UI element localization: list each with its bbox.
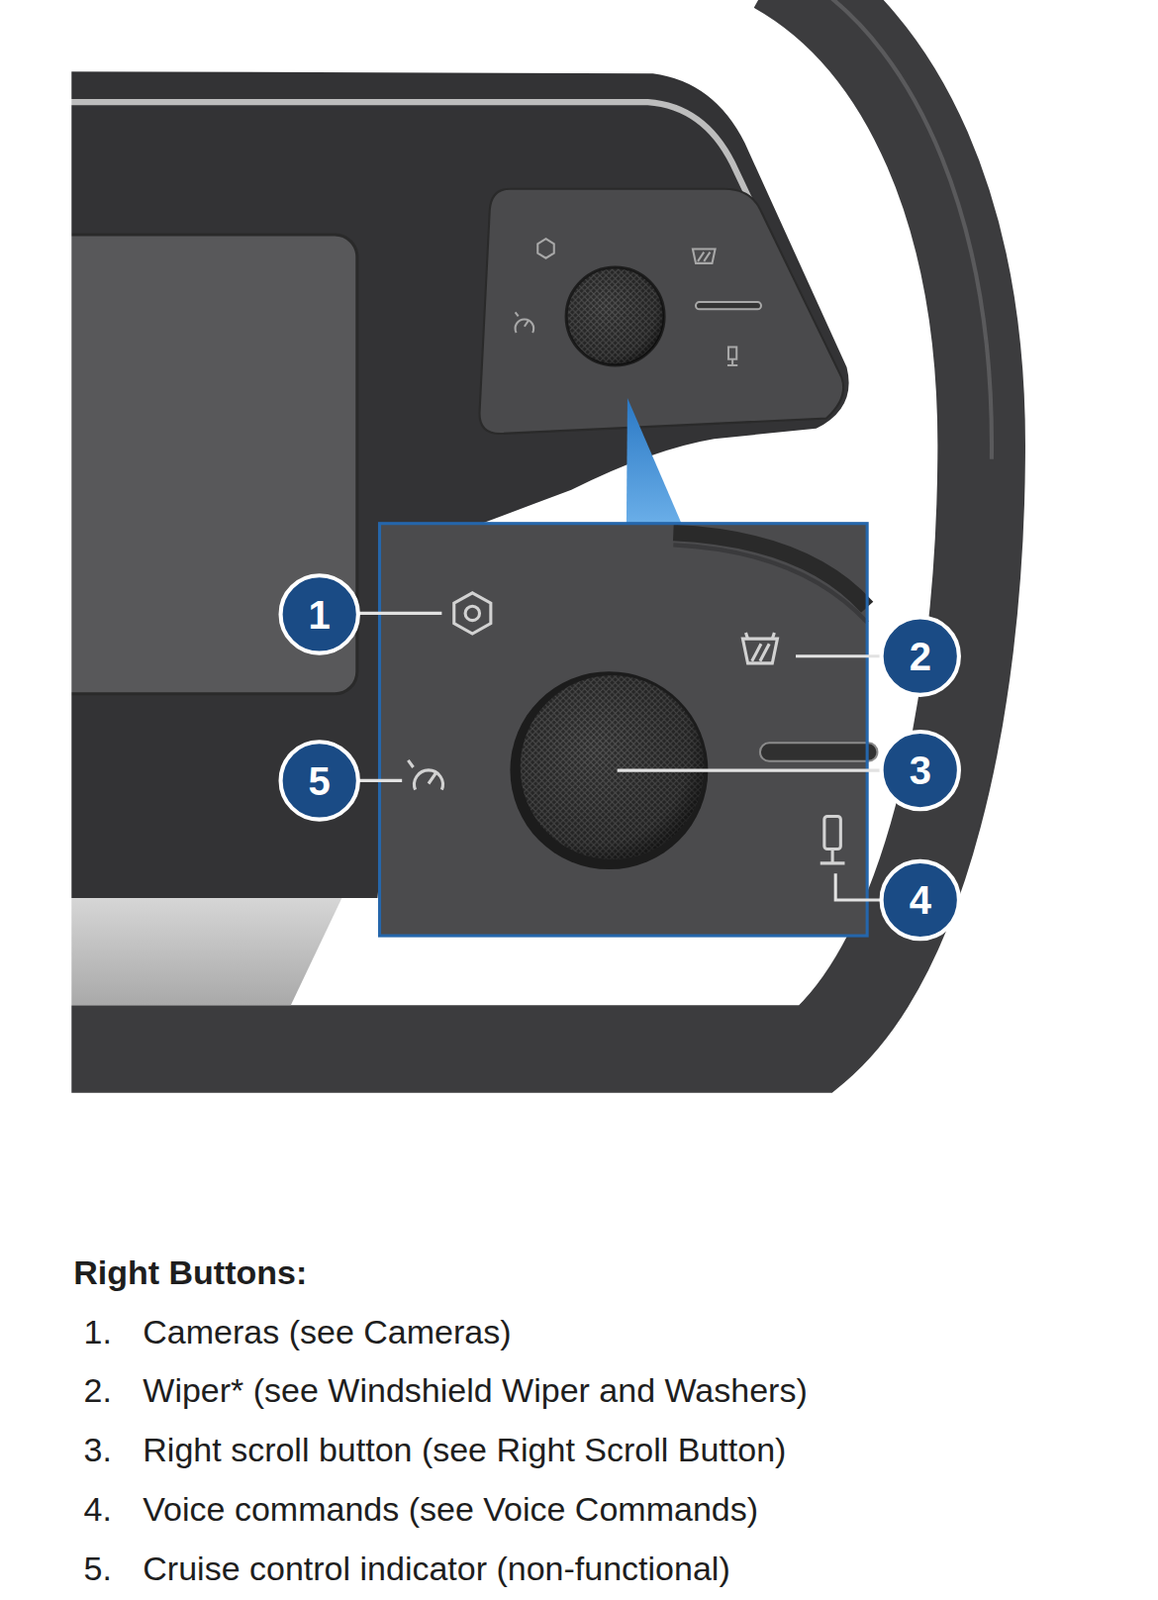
list-item-text-holder: Cameras (see Cameras) xyxy=(142,1310,511,1352)
camera-icon-small xyxy=(537,238,554,259)
list-item-text: Cameras (see Cameras) xyxy=(142,1310,511,1352)
page-margin xyxy=(0,0,72,1123)
zoom-pointer xyxy=(626,397,682,524)
list-item-text: Cruise control indicator (non-functional… xyxy=(142,1546,730,1589)
button-panel xyxy=(480,189,845,434)
leader-line xyxy=(835,872,881,900)
section-heading: Right Buttons: xyxy=(73,1251,307,1293)
list-item-text-holder: Cruise control indicator (non-functional… xyxy=(142,1546,730,1589)
speedometer-needle xyxy=(407,760,436,784)
mic-icon xyxy=(824,815,841,849)
callout-number-holder: 2 xyxy=(890,631,951,681)
speedometer-icon xyxy=(414,770,444,790)
list-item-text-holder: Right scroll button (see Right Scroll Bu… xyxy=(142,1428,786,1470)
callout-circle xyxy=(281,575,359,653)
leader-line xyxy=(358,611,443,615)
callout-number: 2 xyxy=(909,631,932,681)
zoom-icons xyxy=(407,592,845,864)
wiper-blades-icon xyxy=(746,632,775,662)
list-number-holder: 2. xyxy=(84,1368,112,1411)
list-number-holder: 1. xyxy=(84,1310,112,1352)
scroll-knob xyxy=(520,675,705,860)
mic-icon-small xyxy=(727,346,738,366)
scroll-wheel xyxy=(566,267,665,366)
list-number: 1. xyxy=(84,1310,112,1352)
leader-line xyxy=(617,769,882,772)
leader-lines xyxy=(358,612,882,900)
list-item-text-holder: Voice commands (see Voice Commands) xyxy=(142,1487,759,1530)
zoom-panel xyxy=(380,523,869,936)
camera-lens xyxy=(465,605,480,620)
lower-trim xyxy=(40,897,342,1005)
callout-number: 5 xyxy=(308,756,331,806)
scroll-knob-shade xyxy=(520,675,705,860)
list-number: 4. xyxy=(84,1487,112,1530)
wiper-icon-small xyxy=(692,248,716,263)
callout-number-holder: 3 xyxy=(890,745,951,795)
heading-text: Right Buttons: xyxy=(73,1251,307,1293)
camera-icon xyxy=(454,592,491,634)
callout-number-holder: 1 xyxy=(289,589,350,640)
callout-circle xyxy=(881,861,960,939)
callout-number: 3 xyxy=(909,745,932,795)
callout-number: 4 xyxy=(909,874,932,925)
list-item-text-holder: Wiper* (see Windshield Wiper and Washers… xyxy=(142,1368,807,1411)
list-item-text: Right scroll button (see Right Scroll Bu… xyxy=(142,1428,786,1470)
panel-slot-small xyxy=(695,301,762,309)
callout-number-holder: 4 xyxy=(890,874,951,925)
callout-number: 1 xyxy=(308,589,331,640)
list-number-holder: 3. xyxy=(84,1428,112,1470)
callout-circles xyxy=(281,575,960,939)
mic-stand-icon xyxy=(820,848,846,863)
leader-line xyxy=(795,654,882,658)
leader-line xyxy=(358,778,402,782)
callout-circle xyxy=(881,617,960,695)
list-number: 2. xyxy=(84,1368,112,1411)
list-number: 3. xyxy=(84,1428,112,1470)
list-number-holder: 4. xyxy=(84,1487,112,1530)
list-item-text: Wiper* (see Windshield Wiper and Washers… xyxy=(142,1368,807,1411)
list-number: 5. xyxy=(84,1546,112,1589)
callout-circle xyxy=(281,741,359,819)
list-item-text: Voice commands (see Voice Commands) xyxy=(142,1487,759,1530)
zoom-frame xyxy=(380,523,869,936)
callout-number-holder: 5 xyxy=(289,756,350,806)
cruise-icon-small xyxy=(515,311,535,333)
scroll-wheel-shade xyxy=(566,267,665,366)
list-number-holder: 5. xyxy=(84,1546,112,1589)
callout-circle xyxy=(881,731,960,809)
panel-slot xyxy=(760,742,878,762)
panel-icons xyxy=(515,238,762,366)
zoom-rim-shade xyxy=(673,544,868,622)
